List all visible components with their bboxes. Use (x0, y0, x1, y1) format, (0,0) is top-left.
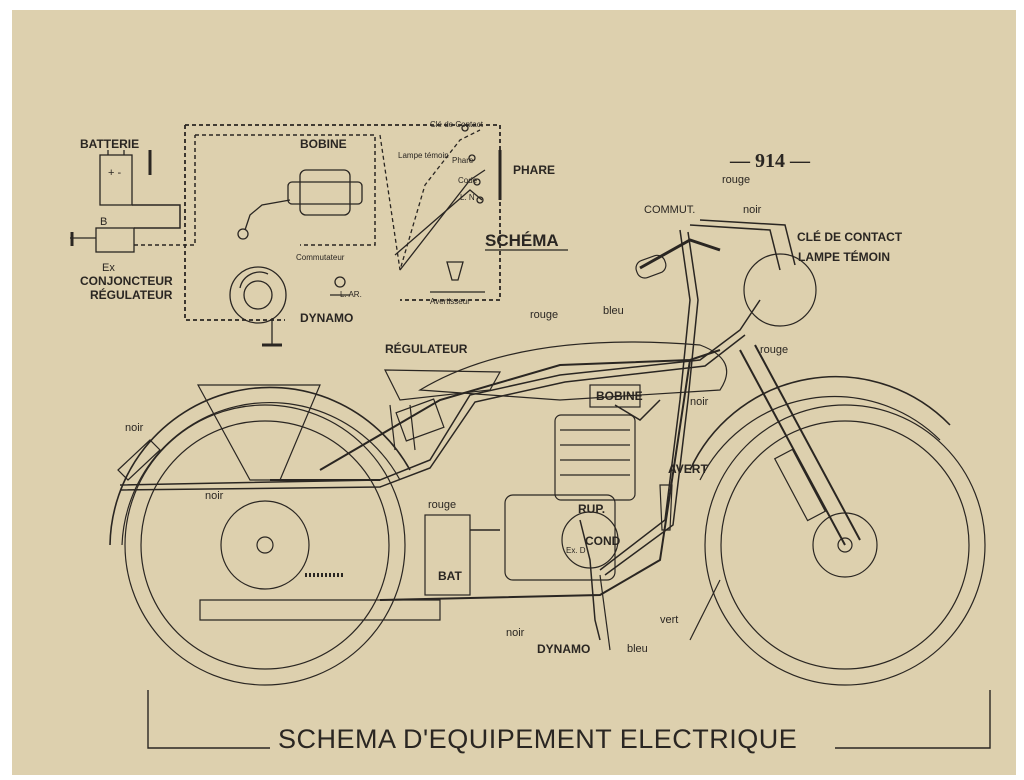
plus-minus-marks: + - (108, 167, 121, 179)
bleu-mid-label: bleu (603, 305, 624, 317)
paper-sheet (12, 10, 1016, 775)
noir-bottom-label: noir (506, 627, 525, 639)
motorcycle-drawing (109, 238, 986, 686)
lampe-temoin-schema-label: Lampe témoin (398, 151, 449, 160)
batterie-symbol (99, 154, 133, 206)
ex-d-label: Ex. D (566, 546, 586, 555)
frame-down-tube (379, 359, 691, 601)
fuel-tank (418, 341, 728, 401)
caption-title: SCHEMA D'EQUIPEMENT ELECTRIQUE (278, 724, 797, 754)
engine-cylinder (554, 414, 636, 501)
dynamo-schema-label: DYNAMO (300, 311, 353, 325)
battery-box (424, 514, 471, 596)
b-terminal-label: B (100, 216, 107, 228)
rear-lamp (117, 439, 161, 481)
rouge-right-label: rouge (760, 344, 788, 356)
schema-circuit-top (185, 124, 501, 301)
rouge-top-label: rouge (722, 174, 750, 186)
ln-label: L. N (460, 193, 475, 202)
regulateur-box (395, 398, 445, 442)
bobine-symbol (299, 169, 351, 216)
front-wheel (704, 404, 986, 686)
rouge-bat-label: rouge (428, 499, 456, 511)
schema-inset (70, 124, 502, 347)
noir-top-label: noir (743, 204, 762, 216)
handlebar (639, 238, 721, 270)
crankcase (504, 494, 616, 581)
phare-label: PHARE (513, 163, 555, 177)
regulateur-label: RÉGULATEUR (385, 341, 468, 356)
l-ar-label: L. AR. (340, 290, 362, 299)
noir-frame-label: noir (205, 490, 224, 502)
cle-de-contact-label: CLÉ DE CONTACT (797, 229, 903, 244)
avertisseur-symbol (446, 261, 464, 281)
vert-label: vert (660, 614, 678, 626)
rear-fender (109, 386, 411, 546)
caption-frame (147, 690, 991, 749)
dynamo-symbol (229, 266, 287, 324)
wire-rear-to-front (119, 299, 761, 486)
commut-label: COMMUT. (644, 204, 695, 216)
cle-contact-schema-label: Clé de Contact (430, 120, 484, 129)
bobine-box (589, 384, 641, 408)
commutateur-label: Commutateur (296, 253, 345, 262)
ex-terminal-label: Ex (102, 262, 115, 274)
wire-to-dynamo (599, 229, 691, 571)
noir-rear-label: noir (125, 422, 144, 434)
conjoncteur-symbol (95, 227, 135, 253)
avertisseur-label: Avertisseur (430, 297, 470, 306)
rup-label: RUP. (578, 502, 605, 516)
front-fork (739, 349, 846, 546)
bat-label: BAT (438, 569, 462, 583)
handlebar-grip (635, 254, 667, 279)
conjoncteur-label: CONJONCTEUR (80, 274, 173, 288)
cond-label: COND (585, 534, 621, 548)
rouge-mid-label: rouge (530, 309, 558, 321)
bobine-label: BOBINE (596, 389, 643, 403)
schema-title: SCHÉMA (485, 231, 559, 250)
schema-circuit-left (184, 125, 285, 321)
regulateur-schema-label: RÉGULATEUR (90, 287, 173, 302)
code-beam-label: Code (458, 176, 478, 185)
bleu-bottom-label: bleu (627, 643, 648, 655)
lampe-temoin-label: LAMPE TÉMOIN (798, 249, 890, 264)
rear-wheel (124, 404, 406, 686)
avert-label: AVERT (668, 462, 708, 476)
batterie-label: BATTERIE (80, 137, 139, 151)
front-fender (689, 375, 951, 471)
headlamp (743, 253, 817, 327)
phare-beam-label: Phare (452, 156, 474, 165)
page-number: — 914 — (729, 150, 811, 172)
bobine-schema-label: BOBINE (300, 137, 347, 151)
horn (659, 484, 673, 531)
wiring-harness (119, 219, 796, 641)
noir-bobine-label: noir (690, 396, 709, 408)
exhaust-pipe (199, 599, 441, 621)
dynamo-label: DYNAMO (537, 642, 590, 656)
